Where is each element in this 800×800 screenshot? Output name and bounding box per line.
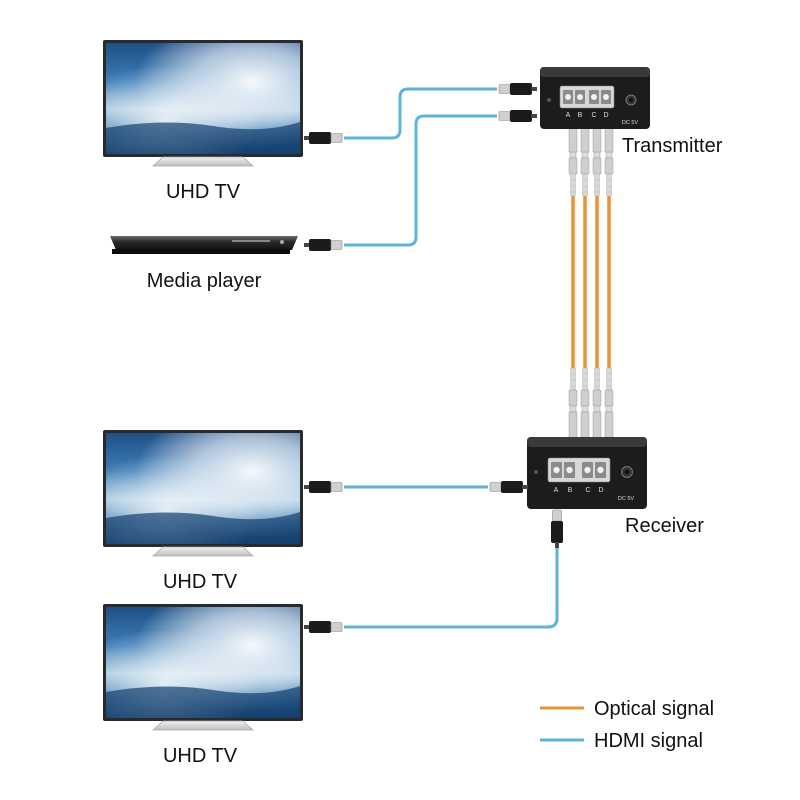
transmitter: A B C D DC 5V Transmitter [498,67,723,157]
port-d-label: D [603,112,608,119]
port-b-label: B [568,487,573,494]
port-c-label: C [591,112,596,119]
media-player-label: Media player [147,270,262,292]
port-d-label: D [598,487,603,494]
hdmi-plug-icon [498,82,537,96]
optical-fibers [571,196,611,370]
hdmi-plug-icon [304,131,343,145]
port-a-label: A [566,112,571,119]
transmitter-label: Transmitter [622,135,723,157]
tv-bottom: UHD TV [103,604,343,767]
hdmi-cable-tv-top-to-transmitter [344,87,497,140]
legend-hdmi-label: HDMI signal [594,730,703,752]
legend-optical-label: Optical signal [594,698,714,720]
tv-bottom-label: UHD TV [163,745,238,767]
tv-top: UHD TV [103,40,343,203]
hdmi-plug-icon [550,509,564,548]
fiber-connectors-bottom [568,368,614,412]
hdmi-plug-icon [304,620,343,634]
receiver: A B C D DC 5V Receiver [489,437,704,548]
hdmi-cable-receiver-to-tv-bottom [344,548,559,629]
receiver-label: Receiver [625,515,704,537]
hdmi-cables [344,87,559,629]
port-b-label: B [578,112,583,119]
hdmi-plug-icon [498,109,537,123]
port-c-label: C [585,487,590,494]
tv-middle: UHD TV [103,430,343,593]
hdmi-plug-icon [304,480,343,494]
tv-top-label: UHD TV [166,181,241,203]
dc-label: DC 5V [618,496,635,502]
dc-label: DC 5V [622,120,639,126]
tv-middle-label: UHD TV [163,571,238,593]
fiber-connectors-top [568,152,614,196]
media-player: Media player [110,236,343,292]
hdmi-cable-media-player-to-transmitter [344,114,497,247]
port-a-label: A [554,487,559,494]
legend: Optical signal HDMI signal [540,698,714,752]
hdmi-plug-icon [304,238,343,252]
hdmi-plug-icon [489,480,528,494]
